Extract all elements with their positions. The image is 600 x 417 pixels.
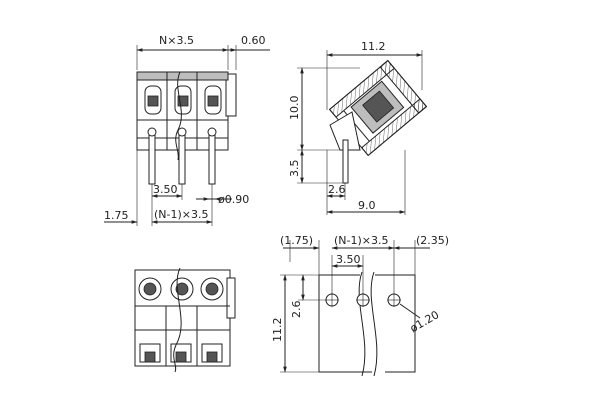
dim-width: 11.2 (361, 40, 386, 53)
dim-pin-len: 3.5 (288, 160, 301, 178)
dim-top-offset: 0.60 (241, 34, 266, 47)
side-view: 11.2 10.0 3.5 2.6 9.0 (288, 40, 428, 215)
dim-left-offset: 1.75 (104, 209, 129, 222)
dim-top-pitch: N×3.5 (159, 34, 194, 47)
dim-pin-pitch: 3.50 (153, 183, 178, 196)
dim-hole-dia: ø1.20 (408, 308, 442, 335)
dim-pin-dia: ø0.90 (218, 193, 249, 206)
front-side-tab (225, 73, 237, 117)
dim-height: 10.0 (288, 96, 301, 121)
dim-base-width: 9.0 (358, 199, 376, 212)
dim-left-margin: (1.75) (280, 234, 313, 247)
dim-pitch-total: (N-1)×3.5 (334, 234, 389, 247)
pcb-layout: (1.75) (N-1)×3.5 (2.35) 3.50 ø1.20 11.2 (271, 234, 449, 377)
dim-pin-offset: 2.6 (328, 183, 346, 196)
top-view (134, 267, 236, 373)
dim-height-total: 11.2 (271, 318, 284, 343)
dim-bottom-pitch: (N-1)×3.5 (154, 208, 209, 221)
dim-right-margin: (2.35) (416, 234, 449, 247)
dim-hole-offset: 2.6 (290, 301, 303, 319)
front-view: N×3.5 0.60 3.50 ø0.90 (104, 34, 270, 226)
dim-pitch: 3.50 (336, 253, 361, 266)
